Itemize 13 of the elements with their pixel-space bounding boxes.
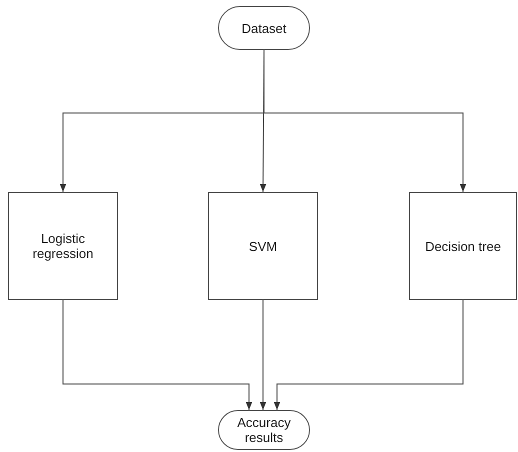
process-box xyxy=(8,192,118,300)
node-label: SVM xyxy=(248,238,278,254)
terminal-shape xyxy=(218,6,310,50)
node-label: Decision tree xyxy=(424,238,502,254)
node-label: Logistic regression xyxy=(32,231,94,261)
terminal-shape xyxy=(218,410,310,450)
node-label: Dataset xyxy=(240,20,288,36)
process-box xyxy=(409,192,517,300)
process-box xyxy=(208,192,318,300)
arrow xyxy=(62,300,252,410)
arrow xyxy=(274,300,464,410)
arrow xyxy=(260,300,266,410)
node-label: Accuracy results xyxy=(236,415,292,445)
